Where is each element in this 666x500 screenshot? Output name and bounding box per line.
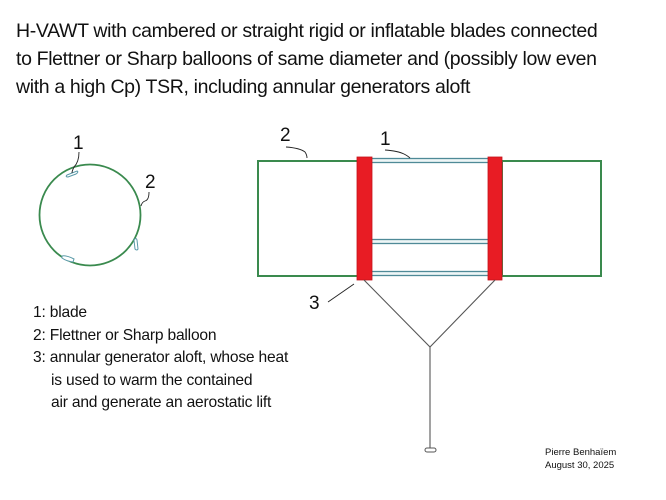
balloon-right [501, 160, 602, 277]
blade-3 [370, 270, 490, 277]
generator-left [356, 156, 373, 281]
leader-line-1-side [71, 151, 80, 174]
callout-1-front: 1 [380, 129, 391, 150]
tether-left [363, 279, 431, 348]
legend-item-generator: 3: annular generator aloft, whose heat [33, 349, 289, 366]
title-line-1: H-VAWT with cambered or straight rigid o… [16, 20, 598, 42]
leader-line-1-front [384, 149, 411, 159]
side-view [38, 151, 150, 267]
balloon-left [257, 160, 359, 277]
blade-1 [370, 157, 490, 164]
author-name: Pierre Benhaïem [545, 447, 617, 458]
tether [363, 279, 496, 453]
callout-3-front: 3 [309, 293, 320, 314]
title-line-2: to Flettner or Sharp balloons of same di… [16, 48, 597, 70]
diagram-title: H-VAWT with cambered or straight rigid o… [16, 17, 666, 101]
callout-1-side: 1 [73, 133, 84, 154]
title-line-3: with a high Cp) TSR, including annular g… [16, 76, 471, 98]
ground-anchor [424, 447, 437, 453]
callout-2-front: 2 [280, 125, 291, 146]
blade-section-bottom [61, 255, 75, 263]
blade-2 [370, 238, 490, 245]
leader-line-2-side [140, 191, 150, 207]
blade-section-top [65, 170, 79, 178]
legend-item-generator-cont-2: air and generate an aerostatic lift [51, 394, 272, 411]
legend-item-balloon: 2: Flettner or Sharp balloon [33, 326, 217, 344]
front-view [257, 146, 602, 453]
callout-2-side: 2 [145, 172, 156, 193]
legend-item-blade: 1: blade [33, 304, 87, 321]
blades [370, 157, 490, 277]
leader-line-3-front [327, 283, 355, 303]
blade-section-right [133, 238, 139, 251]
leader-line-2-front [285, 146, 308, 159]
balloon-circle [38, 163, 142, 267]
legend: 1: blade 2: Flettner or Sharp balloon 3:… [33, 302, 288, 415]
tether-right [429, 279, 496, 348]
legend-item-generator-cont-1: is used to warm the contained [51, 371, 253, 389]
generator-right [487, 156, 503, 281]
credit-date: August 30, 2025 [545, 460, 615, 471]
credit: Pierre Benhaïem August 30, 2025 [545, 446, 616, 472]
